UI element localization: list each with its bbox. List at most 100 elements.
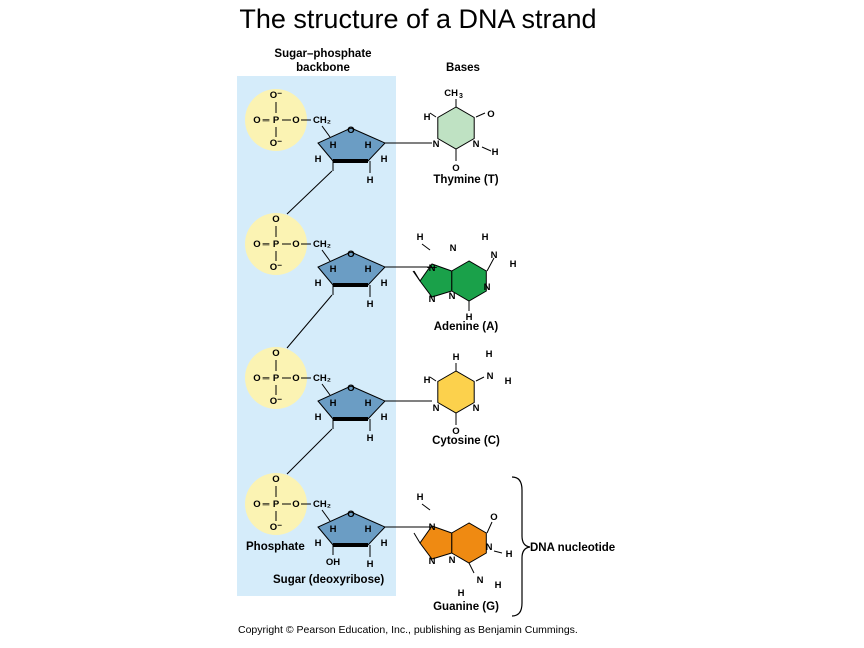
thymine-bond [429,112,437,118]
hydroxyl-group: OH [326,557,340,568]
sugar-hydrogen: H [367,559,374,570]
guanine-oxygen: O [490,512,497,523]
cytosine-bond [429,376,437,382]
phosphodiester-link [286,170,333,215]
adenine-hydrogen: H [417,232,424,243]
amino-hydrogen: H [495,580,502,591]
sugar-hydrogen: H [315,412,322,423]
thymine-label: Thymine (T) [433,174,498,186]
phosphate-circle [245,213,307,275]
amino-hydrogen: H [482,232,489,243]
thymine-n3: N [473,139,480,150]
adenine-six-ring [451,260,487,302]
phosphate-top-oxygen: O [272,348,279,359]
thymine-hydrogen: H [492,147,499,158]
adenine-bond: — [427,262,437,273]
ch2-sugar-bond [321,125,331,138]
thymine-bond [481,146,492,152]
ch2-group: CH₂ [313,115,331,126]
sugar-hydrogen: H [367,299,374,310]
adenine-n3: N [449,291,456,302]
phosphate-double-bond: ═ [262,499,270,510]
sugar-ring-oxygen: O [347,383,354,394]
sugar-hydrogen: H [381,278,388,289]
methyl-group: CH [444,88,458,99]
sugar-ring-oxygen: O [347,125,354,136]
adenine-bond [421,243,431,251]
amino-hydrogen: H [486,349,493,360]
adenine-label: Adenine (A) [434,321,499,333]
guanine-n9: N [429,556,436,567]
sugar-hydrogen: H [330,524,337,535]
phosphate-circle [245,473,307,535]
guanine-n3: N [449,555,456,566]
phosphate-left-oxygen: O [253,499,260,510]
phosphate-bottom-oxygen: O⁻ [270,262,282,273]
amino-bond [486,257,495,272]
ch2-group: CH₂ [313,499,331,510]
sugar-hydrogen: H [381,538,388,549]
adenine-n1: N [484,282,491,293]
thymine-oxygen: O [487,109,494,120]
guanine-bond [413,532,421,544]
amino-hydrogen: H [510,259,517,270]
sugar-hydrogen: H [315,154,322,165]
phosphate-ester-oxygen: O [292,499,299,510]
cytosine-label: Cytosine (C) [432,435,500,447]
phosphodiester-link [286,428,333,475]
amino-bond [475,376,485,382]
nucleotide-brace [511,476,531,617]
sugar-ring-oxygen: O [347,249,354,260]
sugar-hydrogen: H [365,398,372,409]
phosphorus-atom: P [273,373,280,384]
backbone-header-line1: Sugar–phosphate [274,48,371,60]
cytosine-amino-n: N [487,371,494,382]
phosphate-circle [245,347,307,409]
ch2-sugar-bond [321,509,331,522]
amino-bond [468,562,475,574]
sugar-ring-oxygen: O [347,509,354,520]
phosphate-top-oxygen: O [272,214,279,225]
guanine-five-ring [419,525,453,560]
cytosine-hydrogen: H [424,375,431,386]
phosphate-ester-oxygen: O [292,373,299,384]
bases-header: Bases [446,62,480,74]
phosphate-double-bond: ═ [262,373,270,384]
amino-hydrogen: H [505,376,512,387]
guanine-bond [421,503,431,511]
adenine-n: N [450,243,457,254]
sugar-hydrogen: H [330,264,337,275]
methyl-subscript: 3 [459,93,463,100]
cytosine-n1: N [433,403,440,414]
sugar-hydrogen: H [367,175,374,186]
adenine-hydrogen: H [466,312,473,323]
phosphate-ester-oxygen: O [292,115,299,126]
diagram-title: The structure of a DNA strand [239,4,597,34]
sugar-hydrogen: H [365,264,372,275]
phosphate-top-oxygen: O⁻ [270,90,282,101]
guanine-n7: N [429,522,436,533]
phosphate-double-bond: ═ [262,115,270,126]
sugar-hydrogen: H [330,398,337,409]
guanine-amino-n: N [477,575,484,586]
guanine-bond [486,521,493,534]
copyright-note: Copyright © Pearson Education, Inc., pub… [238,624,578,636]
phosphate-circle [245,89,307,151]
cytosine-ring [437,370,475,414]
sugar-label: Sugar (deoxyribose) [273,574,384,586]
guanine-six-ring [451,522,487,564]
phosphorus-atom: P [273,499,280,510]
phosphate-bottom-oxygen: O⁻ [270,396,282,407]
ch2-sugar-bond [321,383,331,396]
adenine-n7: N [429,263,436,274]
phosphorus-atom: P [273,115,280,126]
phosphate-bottom-oxygen: O⁻ [270,138,282,149]
adenine-five-ring [419,263,453,298]
phosphate-left-oxygen: O [253,239,260,250]
guanine-label: Guanine (G) [433,601,499,613]
sugar-hydrogen: H [330,140,337,151]
sugar-hydrogen: H [367,433,374,444]
guanine-hydrogen: H [417,492,424,503]
